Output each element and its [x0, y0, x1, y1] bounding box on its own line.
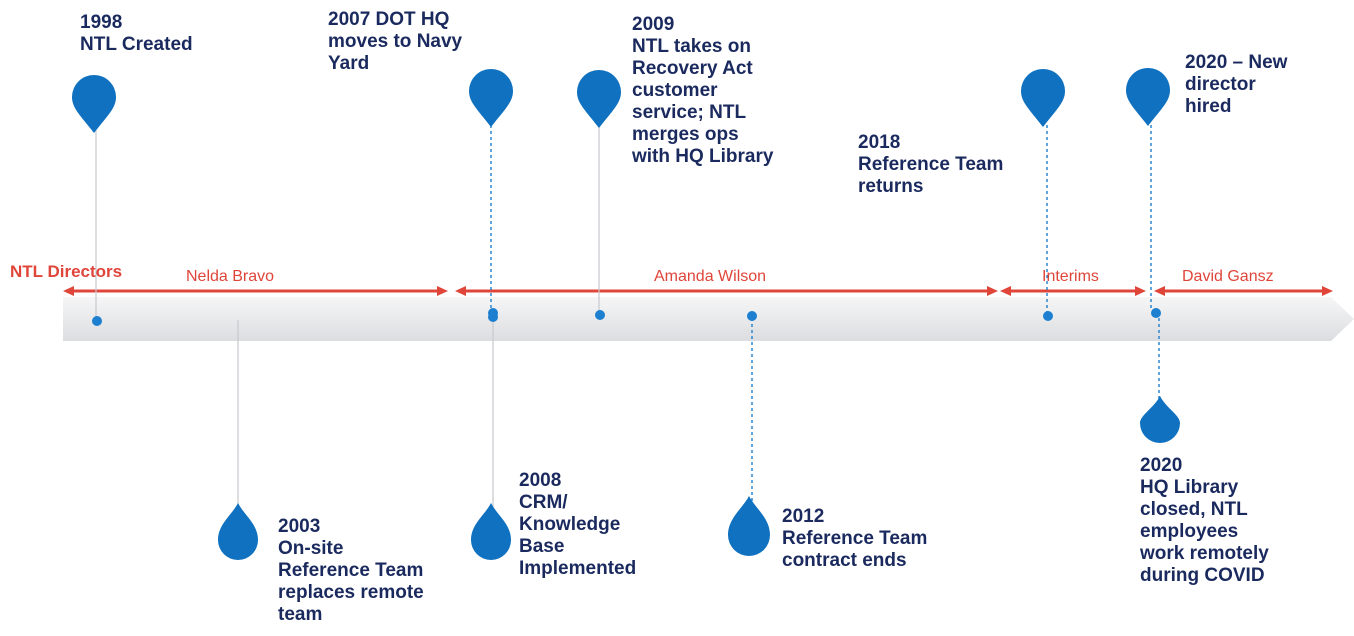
event-line: director	[1185, 74, 1256, 95]
director-range-amanda-wilson	[455, 286, 998, 296]
event-line: employees	[1140, 521, 1239, 542]
director-range-nelda-bravo	[63, 286, 448, 296]
event-line: service; NTL	[632, 102, 747, 123]
event-label-1998: 1998 NTL Created	[80, 12, 193, 56]
dot-1998	[92, 316, 102, 326]
director-range-interims	[1000, 286, 1146, 296]
dot-2020	[1151, 308, 1161, 318]
map-pin-icon	[1126, 68, 1170, 126]
event-line: 2007 DOT HQ	[328, 9, 450, 30]
director-label-david-gansz: David Gansz	[1182, 268, 1274, 285]
event-line: Base	[519, 536, 565, 557]
event-line: during COVID	[1140, 565, 1265, 586]
event-line: CRM/	[519, 492, 568, 513]
event-line: Knowledge	[519, 514, 621, 535]
event-line: 2018	[858, 132, 901, 153]
director-range-arrows	[63, 286, 1333, 296]
director-range-david-gansz	[1154, 286, 1333, 296]
event-line: On-site	[278, 538, 344, 559]
event-line: contract ends	[782, 550, 907, 571]
timeline-arrow-band	[63, 297, 1354, 341]
event-line: merges ops	[632, 124, 739, 145]
event-line: 2012	[782, 506, 825, 527]
directors-heading: NTL Directors	[10, 262, 123, 281]
event-line: Reference Team	[782, 528, 928, 549]
director-label-interims: Interims	[1042, 268, 1099, 285]
event-line: HQ Library	[1140, 477, 1239, 498]
map-pin-icon	[1021, 69, 1065, 127]
event-line: closed, NTL	[1140, 499, 1248, 520]
event-line: 2009	[632, 14, 675, 35]
event-label-2008: 2008 CRM/ Knowledge Base Implemented	[519, 470, 636, 580]
event-line: 2003	[278, 516, 321, 537]
event-line: Implemented	[519, 558, 637, 579]
map-pin-icon	[577, 70, 621, 128]
dot-2008	[488, 312, 498, 322]
event-line: 2020 – New	[1185, 52, 1288, 73]
event-label-2012: 2012 Reference Team contract ends	[782, 506, 927, 572]
event-line: Reference Team	[278, 560, 424, 581]
event-line: 1998	[80, 12, 123, 33]
event-line: returns	[858, 176, 924, 197]
map-pin-icon	[469, 69, 513, 127]
event-line: Recovery Act	[632, 58, 753, 79]
event-line: moves to Navy	[328, 31, 463, 52]
event-line: NTL Created	[80, 34, 193, 55]
event-line: team	[278, 604, 323, 625]
event-line: 2020	[1140, 455, 1183, 476]
event-label-2020-new-director: 2020 – New director hired	[1185, 52, 1287, 118]
director-label-nelda-bravo: Nelda Bravo	[186, 268, 275, 285]
event-line: Yard	[328, 53, 370, 74]
droplet-icon	[1140, 396, 1180, 443]
droplet-icon	[728, 496, 770, 556]
timeline-dots	[92, 308, 1161, 326]
event-label-2007: 2007 DOT HQ moves to Navy Yard	[328, 9, 462, 75]
event-line: NTL takes on	[632, 36, 751, 57]
dot-2009	[595, 310, 605, 320]
event-line: Reference Team	[858, 154, 1004, 175]
event-label-2020-covid: 2020 HQ Library closed, NTL employees wo…	[1140, 455, 1269, 587]
droplet-icon	[218, 503, 258, 560]
dot-2018	[1043, 311, 1053, 321]
event-label-2018: 2018 Reference Team returns	[858, 132, 1003, 198]
event-label-2003: 2003 On-site Reference Team replaces rem…	[278, 516, 424, 626]
event-line: hired	[1185, 96, 1232, 117]
event-line: 2008	[519, 470, 562, 491]
director-label-amanda-wilson: Amanda Wilson	[654, 268, 767, 285]
event-line: work remotely	[1140, 543, 1269, 564]
connector-lines	[95, 125, 1160, 510]
map-pin-icon	[72, 75, 116, 133]
event-label-2009: 2009 NTL takes on Recovery Act customer …	[632, 14, 773, 168]
droplet-icon	[471, 503, 511, 560]
event-line: replaces remote	[278, 582, 424, 603]
event-line: with HQ Library	[632, 146, 774, 167]
event-line: customer	[632, 80, 718, 101]
dot-2012	[747, 311, 757, 321]
